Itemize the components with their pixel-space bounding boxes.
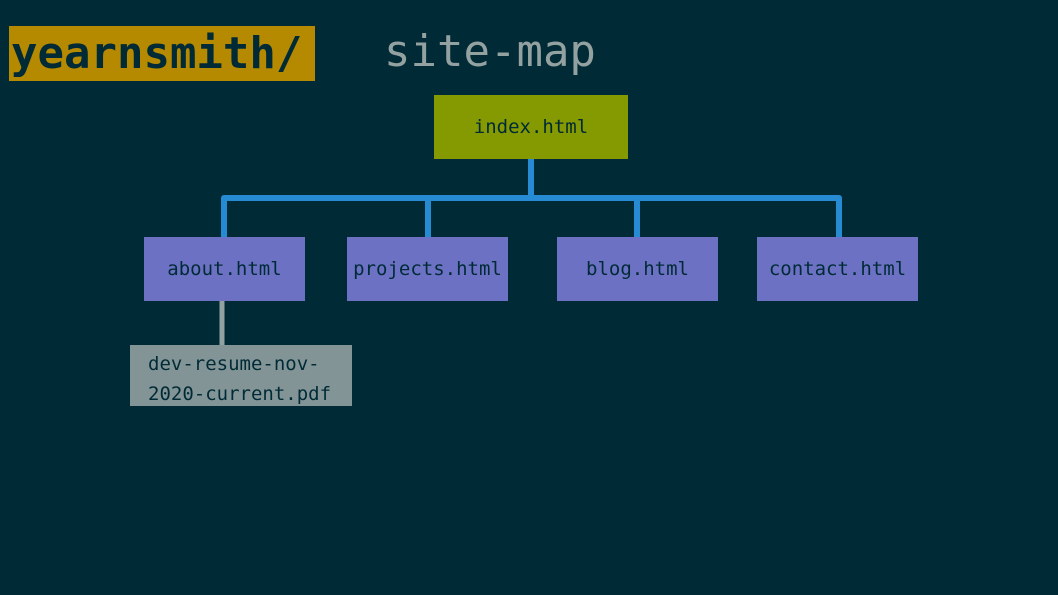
resume-filename-line2: 2020-current.pdf [148, 383, 332, 405]
node-index: index.html [434, 95, 628, 159]
resume-filename-line1: dev-resume-nov- [148, 353, 320, 375]
brand-logo: yearnsmith/ [9, 26, 315, 81]
node-about: about.html [144, 237, 305, 301]
node-projects: projects.html [347, 237, 508, 301]
connector-horizontal-bar [221, 195, 842, 240]
node-resume-pdf: dev-resume-nov- 2020-current.pdf [130, 345, 352, 406]
node-contact: contact.html [757, 237, 918, 301]
node-blog: blog.html [557, 237, 718, 301]
page-title: site-map [384, 26, 596, 77]
